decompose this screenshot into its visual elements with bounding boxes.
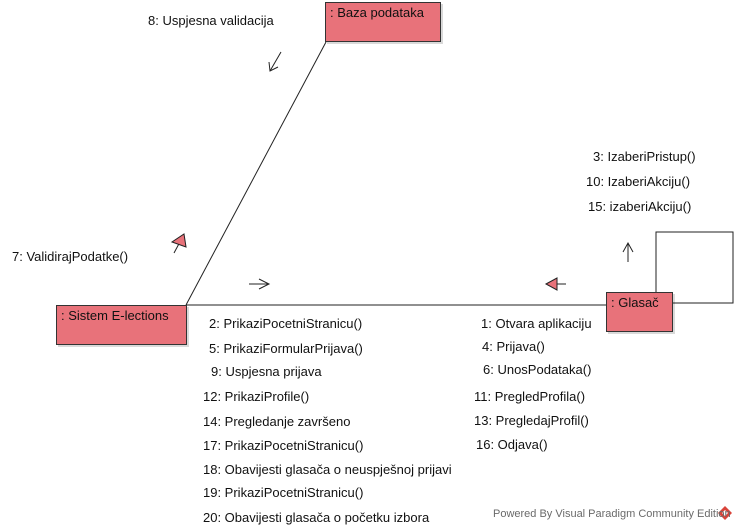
- message-to-glasac: 2: PrikaziPocetniStranicu(): [209, 316, 363, 331]
- message-to-glasac: 14: Pregledanje završeno: [203, 414, 351, 429]
- arrow-to-glasac-icon: [249, 278, 271, 290]
- link-sistem-baza: [185, 41, 327, 306]
- link-glasac-self: [655, 231, 734, 304]
- message-to-glasac: 17: PrikaziPocetniStranicu(): [203, 438, 364, 453]
- visual-paradigm-logo-icon: [718, 506, 732, 520]
- message-uspjesna-validacija: 8: Uspjesna validacija: [148, 13, 274, 28]
- node-baza-podataka[interactable]: : Baza podataka: [325, 2, 441, 42]
- arrow-uspjesna-validacija-icon: [268, 51, 282, 72]
- message-to-glasac: 12: PrikaziProfile(): [203, 389, 310, 404]
- node-glasac[interactable]: : Glasač: [606, 292, 673, 332]
- arrow-self-icon: [622, 241, 634, 262]
- message-validiraj-podatke: 7: ValidirajPodatke(): [12, 249, 129, 264]
- message-to-sistem: 1: Otvara aplikaciju: [481, 316, 592, 331]
- message-to-glasac: 9: Uspjesna prijava: [211, 364, 322, 379]
- message-to-sistem: 11: PregledProfila(): [474, 389, 586, 404]
- message-to-sistem: 4: Prijava(): [482, 339, 545, 354]
- message-to-sistem: 16: Odjava(): [476, 437, 548, 452]
- footer-powered-by: Powered By Visual Paradigm Community Edi…: [493, 508, 731, 520]
- message-self-2: 10: IzaberiAkciju(): [586, 174, 691, 189]
- arrow-validiraj-podatke-icon: [170, 233, 187, 254]
- message-to-sistem: 13: PregledajProfil(): [474, 413, 589, 428]
- message-to-glasac: 18: Obavijesti glasača o neuspješnoj pri…: [203, 462, 452, 477]
- message-self-3: 15: izaberiAkciju(): [588, 199, 692, 214]
- message-to-glasac: 19: PrikaziPocetniStranicu(): [203, 485, 364, 500]
- message-self-1: 3: IzaberiPristup(): [593, 149, 696, 164]
- message-to-glasac: 5: PrikaziFormularPrijava(): [209, 341, 363, 356]
- message-to-glasac: 20: Obavijesti glasača o početku izbora: [203, 510, 430, 525]
- node-sistem-elections[interactable]: : Sistem E-lections: [56, 305, 187, 345]
- arrow-to-sistem-icon: [544, 277, 566, 291]
- message-to-sistem: 6: UnosPodataka(): [483, 362, 592, 377]
